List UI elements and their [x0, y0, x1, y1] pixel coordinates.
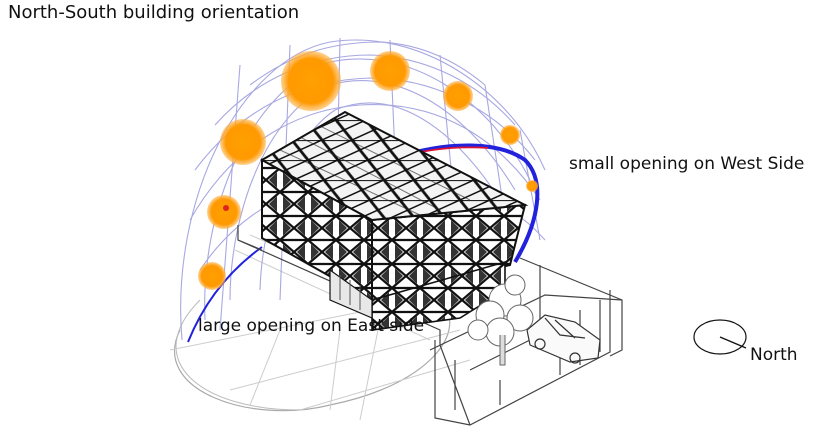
sun-icon [526, 180, 538, 192]
sun-icon [220, 119, 266, 165]
sun-icon [370, 51, 410, 91]
diagram-title: North-South building orientation [8, 2, 299, 23]
north-label: North [750, 345, 798, 365]
sun-icon [198, 262, 226, 290]
sun-icon [443, 81, 473, 111]
east-opening-label: large opening on East side [198, 316, 424, 336]
sun-icon [500, 125, 520, 145]
west-opening-label: small opening on West Side [569, 154, 804, 174]
north-compass-icon [694, 320, 746, 354]
car [527, 315, 600, 363]
sun-icon [207, 195, 241, 229]
sun-icon [281, 51, 341, 111]
